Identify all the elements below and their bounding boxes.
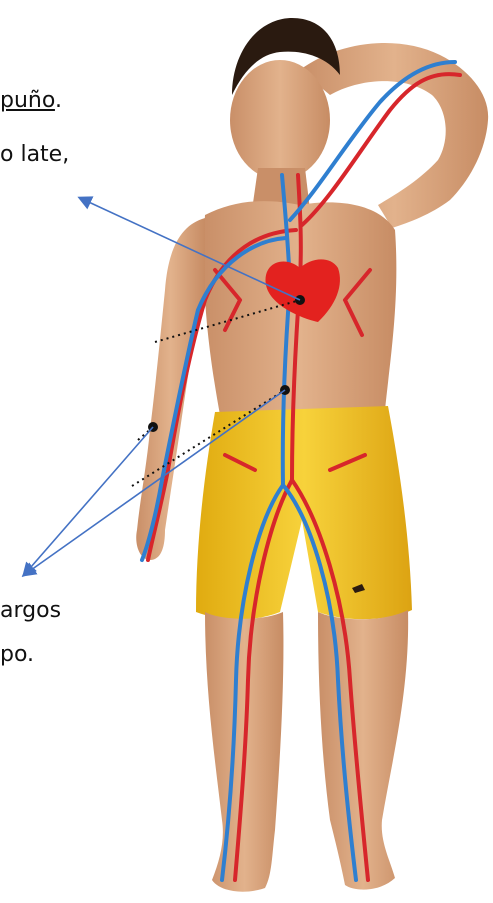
heart-label-line1: puño. — [0, 88, 62, 113]
heart-label-line2: o late, — [0, 142, 69, 167]
vessels-label-line1: argos — [0, 598, 61, 623]
vessel-arrow-arm — [24, 427, 153, 575]
heart-label-underlined-word: puño — [0, 88, 55, 113]
heart-label-period: . — [55, 88, 62, 113]
shorts — [196, 406, 412, 620]
hanging-arm — [136, 218, 205, 560]
vessels-label-line2: po. — [0, 642, 34, 667]
head — [230, 60, 330, 180]
boy-body — [136, 18, 488, 892]
